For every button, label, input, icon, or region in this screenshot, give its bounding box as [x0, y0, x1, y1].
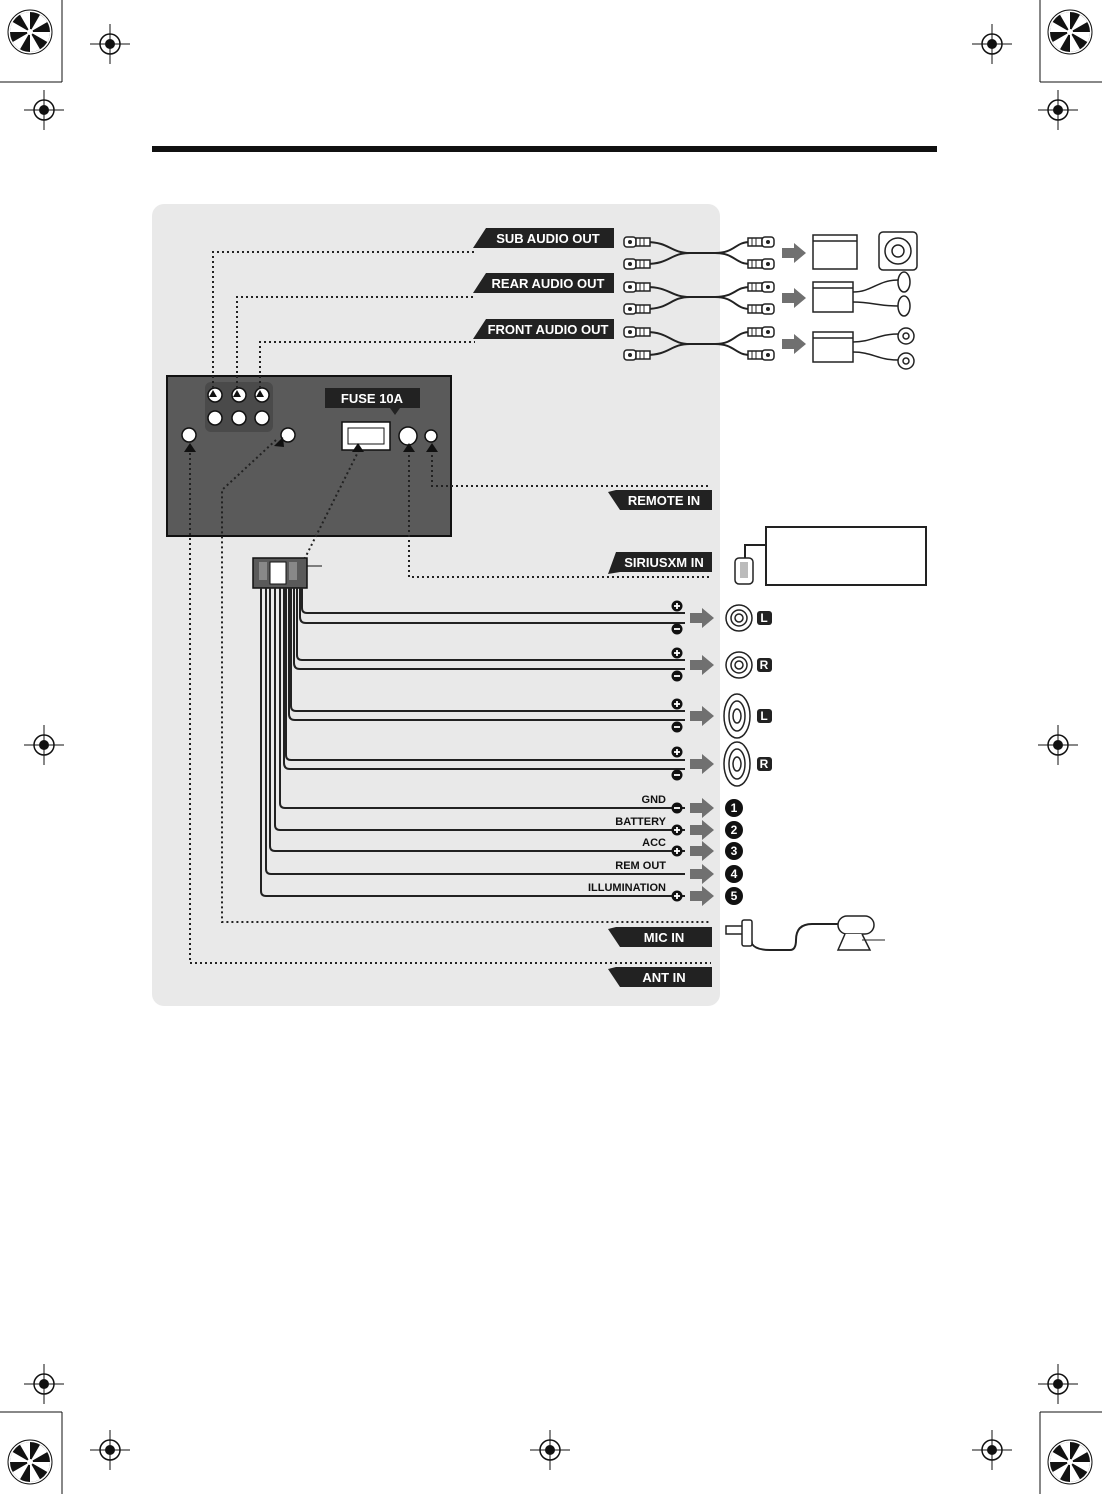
gnd-label: GND [642, 794, 667, 806]
svg-text:REAR AUDIO OUT: REAR AUDIO OUT [492, 276, 605, 291]
rem-out-label: REM OUT [615, 860, 666, 872]
numbered-markers: 1 2 3 4 5 [725, 799, 743, 905]
siriusxm-in-label: SIRIUSXM IN [608, 552, 712, 574]
svg-text:SUB AUDIO OUT: SUB AUDIO OUT [496, 231, 600, 246]
svg-text:2: 2 [731, 823, 738, 837]
siriusxm-tuner [735, 527, 926, 585]
svg-text:FUSE 10A: FUSE 10A [341, 391, 404, 406]
svg-text:ANT IN: ANT IN [642, 970, 685, 985]
battery-label: BATTERY [615, 816, 666, 828]
speakers [724, 605, 752, 786]
svg-text:R: R [760, 757, 769, 771]
front-audio-out-label: FRONT AUDIO OUT [473, 319, 614, 339]
svg-text:R: R [760, 658, 769, 672]
svg-text:5: 5 [731, 889, 738, 903]
microphone [726, 916, 885, 950]
sub-audio-out-label: SUB AUDIO OUT [473, 228, 614, 248]
channel-badges: L R L R [757, 611, 772, 771]
svg-text:4: 4 [731, 867, 738, 881]
rear-audio-out-label: REAR AUDIO OUT [473, 273, 614, 293]
remote-in-label: REMOTE IN [608, 490, 712, 510]
acc-label: ACC [642, 837, 666, 849]
svg-text:3: 3 [731, 844, 738, 858]
svg-text:1: 1 [731, 801, 738, 815]
svg-text:SIRIUSXM IN: SIRIUSXM IN [624, 555, 703, 570]
svg-text:L: L [760, 709, 767, 723]
svg-text:FRONT AUDIO OUT: FRONT AUDIO OUT [488, 322, 609, 337]
mic-in-label: MIC IN [608, 927, 712, 947]
ant-in-label: ANT IN [608, 967, 712, 987]
svg-text:REMOTE IN: REMOTE IN [628, 493, 700, 508]
illumination-label: ILLUMINATION [588, 882, 666, 894]
amplifier-units [813, 232, 917, 369]
svg-text:L: L [760, 611, 767, 625]
svg-text:MIC IN: MIC IN [644, 930, 684, 945]
header-rule [152, 146, 937, 152]
